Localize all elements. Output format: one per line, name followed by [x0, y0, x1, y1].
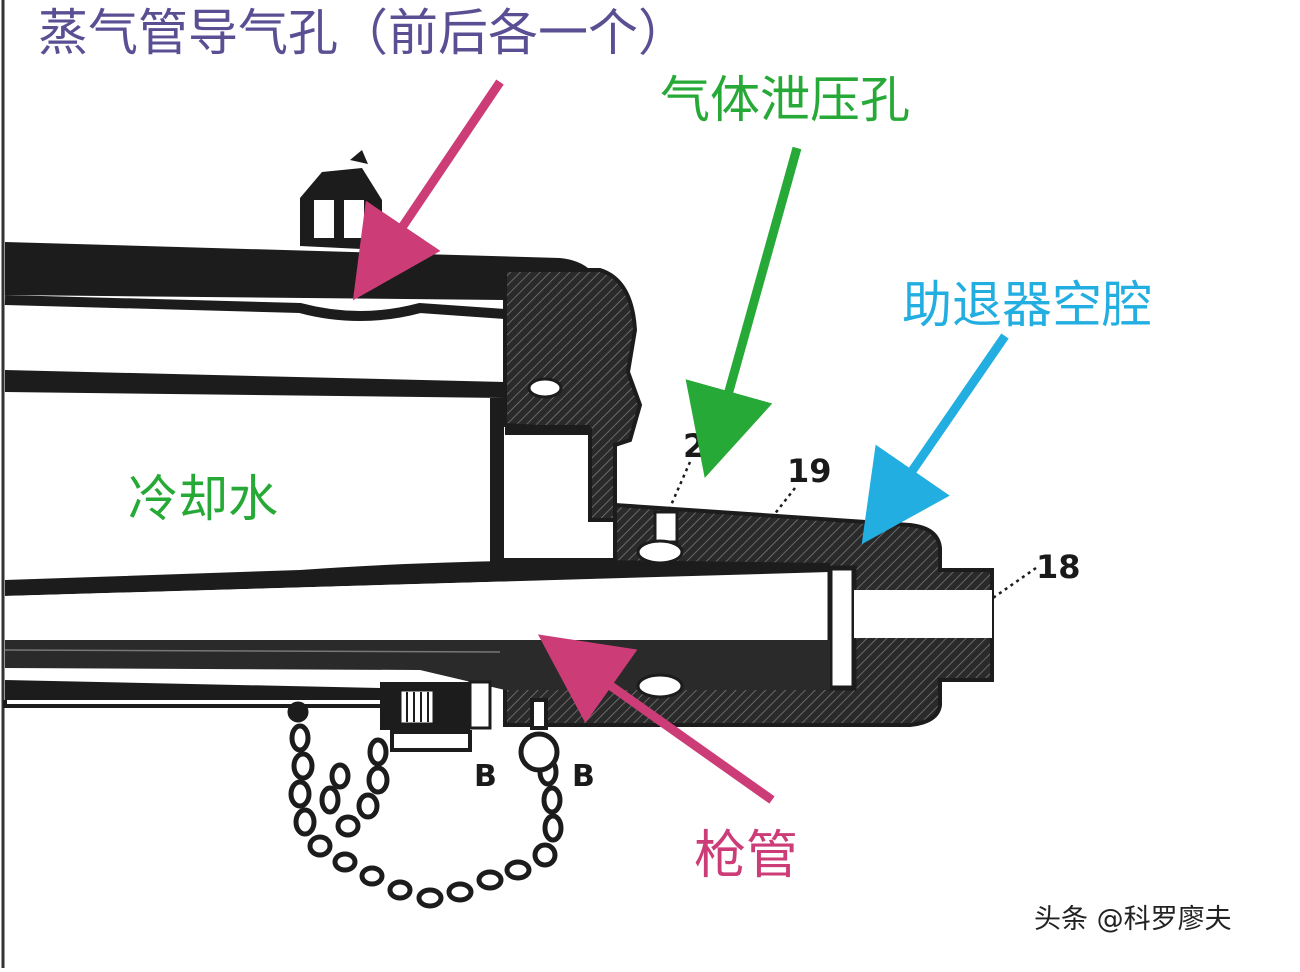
steam-tube-lower-wall — [5, 370, 505, 398]
chain-right — [319, 737, 390, 838]
steam-vent-cap — [300, 150, 382, 250]
arrow-steam-vent — [352, 79, 504, 301]
cooling-water-label: 冷却水 — [128, 470, 278, 528]
booster-cavity-label: 助退器空腔 — [902, 276, 1152, 334]
leader-18 — [989, 566, 1037, 602]
steam-tube-upper-wall — [5, 242, 603, 320]
upper-ring — [636, 539, 684, 565]
muzzle-bore — [854, 590, 992, 638]
part-letter-b-right: B — [572, 759, 595, 794]
booster-cavity-slit — [827, 565, 857, 691]
lower-casing-line — [3, 700, 380, 708]
casing-bracket — [503, 268, 643, 522]
part-number-18: 18 — [1036, 548, 1081, 586]
gas-vent-label: 气体泄压孔 — [660, 71, 910, 129]
lower-ring — [636, 673, 684, 699]
barrel-upper-wall — [5, 560, 830, 596]
barrel-texture-line — [4, 649, 501, 653]
barrel-label: 枪管 — [694, 826, 799, 886]
arrow-booster-cavity — [861, 333, 1009, 545]
part-letter-b-left: B — [474, 759, 497, 794]
arrow-gas-vent — [685, 146, 802, 479]
watermark: 头条 @科罗廖夫 — [1034, 904, 1232, 935]
bracket-screw — [527, 377, 563, 399]
barrel-bore — [5, 572, 830, 640]
bracket-left-wall — [490, 398, 504, 568]
bracket-ledge — [505, 425, 590, 435]
leader-20 — [666, 461, 692, 513]
gas-vent-port — [653, 510, 679, 544]
arrow-barrel — [537, 634, 775, 804]
steam-vent-label: 蒸气管导气孔（前后各一个） — [38, 4, 688, 62]
lower-plug — [380, 680, 492, 752]
steam-tube-inner-line — [4, 295, 506, 321]
part-number-19: 19 — [787, 452, 832, 490]
lower-casing-strip — [5, 680, 380, 700]
